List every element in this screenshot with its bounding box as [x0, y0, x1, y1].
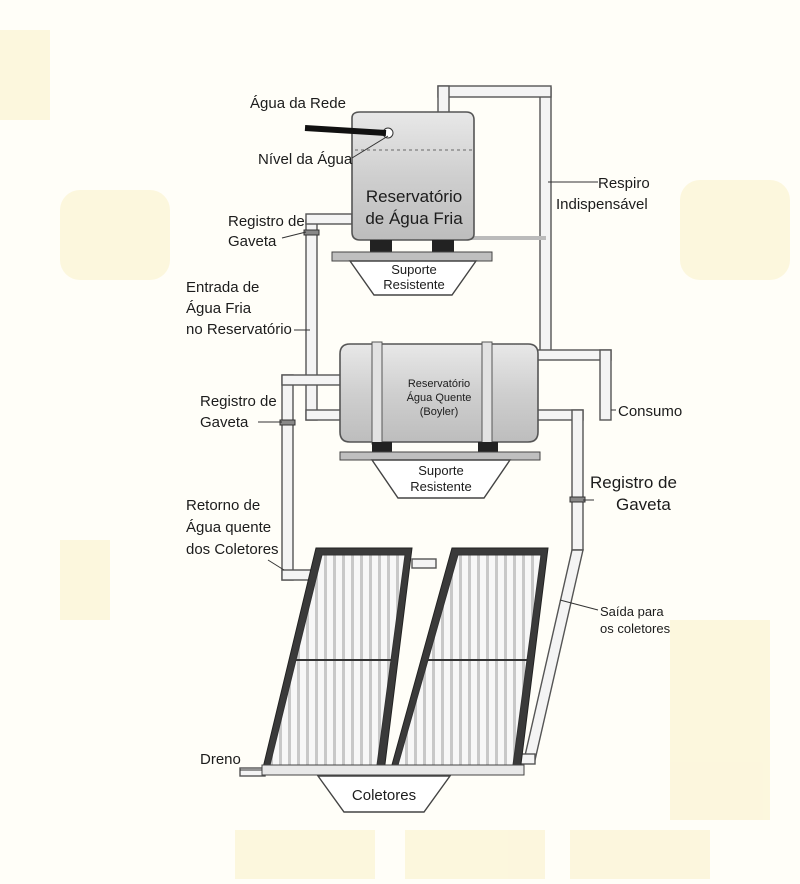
consumo-pipe [532, 349, 612, 361]
label-coletores: Coletores [351, 787, 417, 804]
label-suporte-1-line2: Resistente [383, 277, 445, 292]
tank-foot-left [370, 240, 392, 252]
valve-3 [569, 496, 586, 503]
cold-inlet-top-pipe [305, 213, 353, 225]
label-registro-3-line1: Registro de [590, 473, 677, 492]
label-respiro-line2: Indispensável [556, 196, 648, 213]
label-registro-2-line1: Registro de [200, 393, 277, 410]
collector-base [316, 775, 452, 813]
valve-2 [279, 419, 296, 426]
label-suporte-1-line1: Suporte [391, 262, 437, 277]
label-hot-tank-line3: (Boyler) [419, 406, 459, 418]
label-consumo: Consumo [618, 403, 683, 420]
label-respiro-line1: Respiro [598, 175, 650, 192]
tank-foot-right [432, 240, 454, 252]
support-2 [339, 451, 541, 499]
label-saida-line2: os coletores [600, 621, 671, 636]
hot-foot-right [478, 442, 498, 452]
dreno-pipe [239, 767, 266, 777]
label-cold-tank-line2: de Água Fria [365, 209, 463, 228]
cold-inlet-pipe [305, 219, 318, 421]
return-pipe [281, 374, 294, 581]
label-suporte-2-line2: Resistente [410, 479, 472, 494]
consumo-down-pipe [599, 349, 612, 421]
label-registro-1-line2: Gaveta [228, 233, 277, 250]
label-hot-tank-line2: Água Quente [406, 392, 472, 404]
label-registro-3-line2: Gaveta [616, 495, 671, 514]
hot-foot-left [372, 442, 392, 452]
label-entrada-line3: no Reservatório [186, 321, 292, 338]
respiro-top-pipe [437, 85, 552, 98]
support-1 [331, 251, 493, 296]
leader-lines [240, 135, 616, 771]
cold-tank-link [470, 236, 546, 240]
water-inlet-rod [304, 125, 387, 136]
valve-1 [303, 229, 320, 236]
hot-water-tank [339, 341, 539, 452]
label-suporte-2-line1: Suporte [418, 463, 464, 478]
label-agua-da-rede: Água da Rede [250, 95, 346, 112]
label-retorno-line1: Retorno de [186, 497, 261, 514]
label-cold-tank-line1: Reservatório [365, 187, 463, 206]
collector-right [389, 547, 549, 773]
label-retorno-line3: dos Coletores [186, 541, 279, 558]
label-retorno-line2: Água quente [186, 519, 272, 536]
tank-band-left [371, 341, 383, 445]
cold-water-tank [351, 111, 475, 252]
label-dreno: Dreno [200, 751, 241, 768]
label-hot-tank-line1: Reservatório [407, 378, 471, 390]
collector-header-bottom [261, 764, 525, 776]
panel-connector-top [411, 558, 437, 569]
label-entrada-line2: Água Fria [186, 300, 252, 317]
label-nivel-da-agua: Nível da Água [258, 151, 353, 168]
collector-left [261, 547, 413, 773]
label-registro-2-line2: Gaveta [200, 414, 249, 431]
respiro-pipe [539, 87, 552, 359]
outlet-down-pipe [571, 409, 584, 551]
label-registro-1-line1: Registro de [228, 213, 305, 230]
label-entrada-line1: Entrada de [186, 279, 260, 296]
label-saida-line1: Saída para [600, 604, 664, 619]
background-tints [0, 30, 790, 879]
